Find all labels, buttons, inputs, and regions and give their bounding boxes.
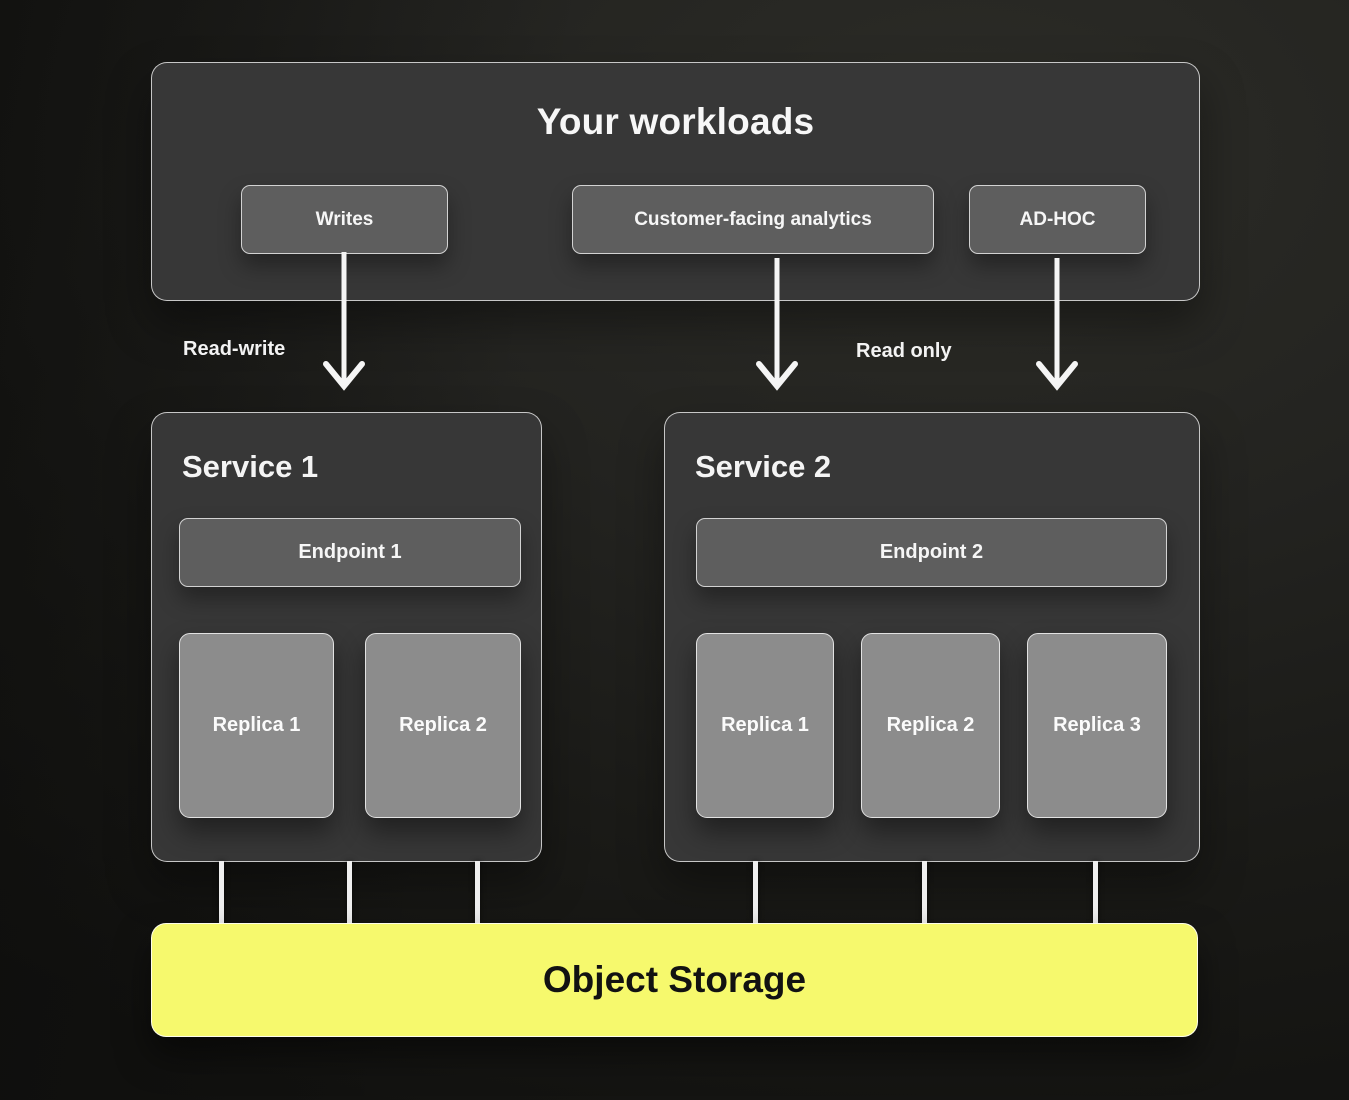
service-1-endpoint-label: Endpoint 1	[298, 541, 402, 563]
connector-service2-1	[753, 861, 758, 923]
workload-chip-customer-facing-analytics: Customer-facing analytics	[572, 185, 934, 254]
workloads-panel: Your workloads Writes Customer-facing an…	[151, 62, 1200, 301]
arrow-writes-to-service1	[321, 252, 367, 394]
service-2-endpoint: Endpoint 2	[696, 518, 1167, 587]
connector-service1-3	[475, 861, 480, 923]
service-1-replica-1: Replica 1	[179, 633, 334, 818]
service-1-panel: Service 1 Endpoint 1 Replica 1 Replica 2	[151, 412, 542, 862]
service-1-replica-1-label: Replica 1	[212, 714, 301, 736]
object-storage-label: Object Storage	[542, 959, 807, 1000]
service-2-replica-2: Replica 2	[861, 633, 1000, 818]
service-2-title: Service 2	[695, 449, 832, 484]
workload-chip-ad-hoc-label: AD-HOC	[1019, 208, 1096, 230]
arrow-adhoc-to-service2	[1034, 258, 1080, 394]
service-1-replica-2: Replica 2	[365, 633, 521, 818]
connector-service2-2	[922, 861, 927, 923]
service-2-replica-2-label: Replica 2	[886, 714, 975, 736]
service-2-replica-3-label: Replica 3	[1053, 714, 1141, 736]
arrow-analytics-to-service2	[754, 258, 800, 394]
workload-chip-customer-facing-analytics-label: Customer-facing analytics	[634, 208, 872, 230]
edge-label-read-only: Read only	[856, 340, 952, 362]
service-2-replica-1-label: Replica 1	[721, 714, 809, 736]
edge-label-read-write: Read-write	[183, 338, 286, 360]
workload-chip-writes: Writes	[241, 185, 448, 254]
service-1-endpoint: Endpoint 1	[179, 518, 521, 587]
service-2-panel: Service 2 Endpoint 2 Replica 1 Replica 2…	[664, 412, 1200, 862]
workloads-title: Your workloads	[536, 101, 815, 142]
service-2-replica-3: Replica 3	[1027, 633, 1167, 818]
connector-service2-3	[1093, 861, 1098, 923]
service-2-replica-1: Replica 1	[696, 633, 834, 818]
object-storage-box: Object Storage	[151, 923, 1198, 1037]
service-1-replica-2-label: Replica 2	[399, 714, 487, 736]
workload-chip-ad-hoc: AD-HOC	[969, 185, 1146, 254]
workload-chip-writes-label: Writes	[315, 208, 374, 230]
connector-service1-2	[347, 861, 352, 923]
service-1-title: Service 1	[182, 449, 319, 484]
service-2-endpoint-label: Endpoint 2	[879, 541, 984, 563]
connector-service1-1	[219, 861, 224, 923]
